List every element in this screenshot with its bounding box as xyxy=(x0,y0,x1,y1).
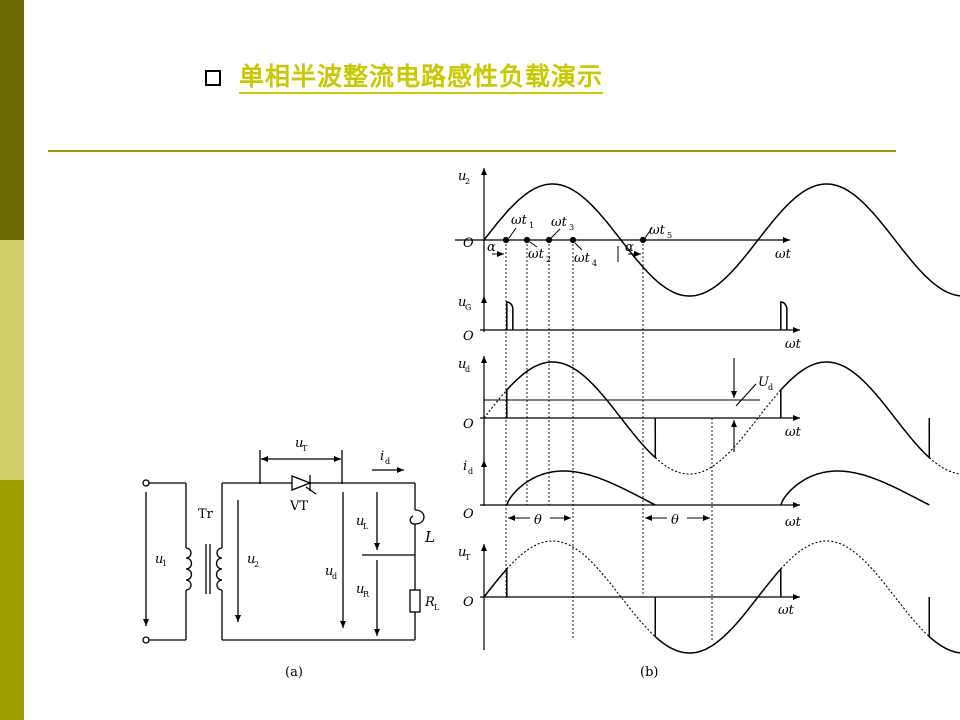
u1-sub: 1 xyxy=(162,559,167,568)
secondary-coil xyxy=(215,547,223,591)
caption-a: (a) xyxy=(285,665,303,680)
ud-label: u xyxy=(325,564,333,579)
primary-coil xyxy=(185,547,193,591)
wt3-label: ωt xyxy=(551,215,568,230)
id-wt-label: ωt xyxy=(785,515,802,530)
u2-axis-sub: 2 xyxy=(465,177,470,186)
uR-sub: R xyxy=(363,590,370,599)
ug-axis-label: u xyxy=(458,295,466,310)
vt-label: VT xyxy=(289,499,308,514)
guide-lines xyxy=(505,240,713,640)
uR-label: u xyxy=(356,582,364,597)
ud-average-level xyxy=(484,358,760,452)
side-strip-dark xyxy=(0,0,24,240)
ug-axis-sub: G xyxy=(465,303,471,312)
alpha-label-2: α xyxy=(625,240,634,255)
Ud-label: U xyxy=(758,375,770,390)
wt5-label: ωt xyxy=(649,223,666,238)
ud-dotted-curve xyxy=(483,389,960,475)
wt3-sub: 3 xyxy=(569,223,574,232)
uT-sub: T xyxy=(302,444,308,453)
waveform-axes xyxy=(455,168,800,650)
u2-label: u xyxy=(247,552,255,567)
resistor-rl xyxy=(409,589,421,613)
theta-label-1: θ xyxy=(534,513,542,528)
waveform-labels: u 2 O α α ωt ωt 1 ωt 2 ωt 3 ωt 4 ωt 5 u … xyxy=(458,169,802,680)
ut-axis-label: u xyxy=(458,545,466,560)
ud-axis-sub: d xyxy=(465,365,470,374)
slide-title: 单相半波整流电路感性负载演示 xyxy=(205,58,604,98)
ug-wt-label: ωt xyxy=(785,337,802,352)
wt2-label: ωt xyxy=(528,247,545,262)
wt4-sub: 4 xyxy=(592,259,597,268)
id-label: i xyxy=(380,449,384,464)
wt1-sub: 1 xyxy=(529,221,534,230)
ut-solid-curve xyxy=(483,566,960,654)
ug-pulse-curve xyxy=(506,301,788,330)
id-current-curve xyxy=(506,470,930,506)
inductor-l xyxy=(409,509,425,525)
u2-markers xyxy=(483,227,653,262)
circuit-diagram xyxy=(142,450,425,644)
thyristor-vt xyxy=(291,475,322,495)
ut-wt-label: ωt xyxy=(778,603,795,618)
RL-label: R xyxy=(424,595,435,610)
circuit-labels: Tr VT u 1 u 2 u T i d u d u L u R L R L … xyxy=(155,436,440,680)
title-text: 单相半波整流电路感性负载演示 xyxy=(239,62,604,94)
ud-sub: d xyxy=(332,572,337,581)
ut-origin: O xyxy=(463,595,474,610)
uT-label: u xyxy=(295,436,303,451)
primary-terminal-bottom xyxy=(142,636,150,644)
ud-solid-curve xyxy=(505,361,931,460)
ud-wt-label: ωt xyxy=(785,425,802,440)
id-origin: O xyxy=(463,507,474,522)
ut-dotted-curve xyxy=(506,540,930,638)
side-strip-light xyxy=(0,240,24,480)
L-label: L xyxy=(424,528,435,546)
Ud-sub: d xyxy=(768,383,773,392)
ud-origin: O xyxy=(463,417,474,432)
ug-origin: O xyxy=(463,329,474,344)
wt5-sub: 5 xyxy=(667,231,672,240)
ut-axis-sub: T xyxy=(465,553,471,562)
primary-terminal-top xyxy=(142,479,150,487)
waveform-curves xyxy=(483,183,960,654)
id-axis-sub: d xyxy=(468,467,473,476)
uL-sub: L xyxy=(363,522,369,531)
tr-label: Tr xyxy=(198,507,214,522)
caption-b: (b) xyxy=(640,665,658,680)
RL-sub: L xyxy=(434,603,440,612)
u1-label: u xyxy=(155,552,163,567)
id-axis-label: i xyxy=(463,459,467,474)
ud-axis-label: u xyxy=(458,357,466,372)
theta-label-2: θ xyxy=(671,513,679,528)
u2-origin: O xyxy=(463,236,474,251)
u2-axis-label: u xyxy=(458,169,466,184)
u2-wt-label: ωt xyxy=(775,247,792,262)
id-sub: d xyxy=(385,457,390,466)
title-rule xyxy=(48,150,896,152)
wt1-label: ωt xyxy=(511,213,528,228)
uL-label: u xyxy=(356,514,364,529)
u2-sine-curve xyxy=(483,183,960,297)
wt2-sub: 2 xyxy=(546,255,551,264)
u2-sub: 2 xyxy=(254,560,259,569)
alpha-label-1: α xyxy=(487,240,496,255)
wt4-label: ωt xyxy=(574,251,591,266)
hollow-square-icon xyxy=(205,70,221,86)
side-strip-mid xyxy=(0,480,24,720)
